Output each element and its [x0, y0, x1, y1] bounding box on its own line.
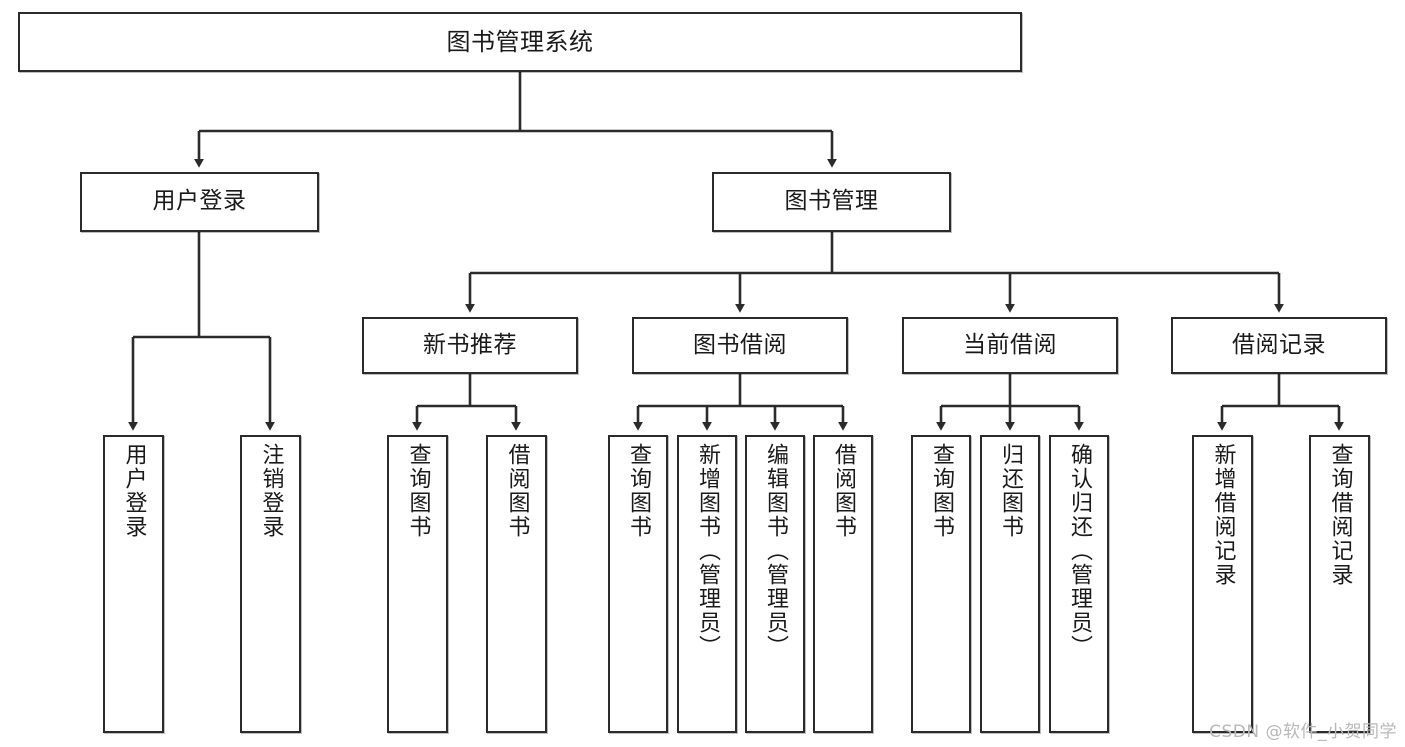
- node-label: 新增图书（管理员）: [695, 443, 720, 659]
- node-label: 借阅记录: [1232, 331, 1326, 358]
- node-label: 图书管理: [784, 188, 879, 215]
- node-label: 用户登录: [121, 443, 147, 539]
- node-label: 借阅图书: [831, 443, 856, 539]
- node-leaf-confirm-return-admin[interactable]: 确认归还（管理员）: [1049, 435, 1109, 733]
- node-label: 查询借阅记录: [1327, 443, 1353, 587]
- node-label: 查询图书: [405, 443, 431, 539]
- node-leaf-borrow-book-newbook[interactable]: 借阅图书: [486, 435, 547, 733]
- node-label: 图书管理系统: [446, 27, 594, 56]
- node-label: 图书借阅: [693, 331, 787, 358]
- node-leaf-query-book-current[interactable]: 查询图书: [911, 435, 971, 733]
- node-new-book-recommend[interactable]: 新书推荐: [362, 317, 578, 374]
- node-leaf-logout[interactable]: 注销登录: [240, 435, 301, 733]
- node-label: 确认归还（管理员）: [1067, 443, 1092, 659]
- node-label: 注销登录: [258, 443, 284, 539]
- node-label: 归还图书: [998, 443, 1023, 539]
- node-label: 用户登录: [152, 188, 247, 215]
- node-leaf-user-login[interactable]: 用户登录: [103, 435, 164, 733]
- node-leaf-add-borrow-record[interactable]: 新增借阅记录: [1192, 435, 1253, 733]
- node-root-book-management-system[interactable]: 图书管理系统: [18, 12, 1022, 72]
- node-leaf-edit-book-admin[interactable]: 编辑图书（管理员）: [745, 435, 805, 733]
- node-label: 新增借阅记录: [1210, 443, 1236, 587]
- node-leaf-borrow-book[interactable]: 借阅图书: [813, 435, 873, 733]
- node-label: 当前借阅: [963, 331, 1057, 358]
- node-leaf-return-book[interactable]: 归还图书: [980, 435, 1040, 733]
- node-current-borrow[interactable]: 当前借阅: [902, 317, 1118, 374]
- node-book-borrow[interactable]: 图书借阅: [632, 317, 848, 374]
- node-label: 编辑图书（管理员）: [763, 443, 788, 659]
- node-label: 借阅图书: [504, 443, 530, 539]
- node-user-login[interactable]: 用户登录: [80, 172, 319, 232]
- node-leaf-query-book-borrow[interactable]: 查询图书: [608, 435, 668, 733]
- csdn-watermark: CSDN @软件_小贺同学: [1209, 722, 1397, 742]
- node-leaf-query-borrow-record[interactable]: 查询借阅记录: [1309, 435, 1370, 733]
- node-label: 查询图书: [929, 443, 954, 539]
- node-label: 查询图书: [626, 443, 651, 539]
- node-book-management[interactable]: 图书管理: [712, 172, 951, 232]
- node-leaf-query-book-newbook[interactable]: 查询图书: [387, 435, 448, 733]
- node-borrow-record[interactable]: 借阅记录: [1171, 317, 1387, 374]
- node-leaf-add-book-admin[interactable]: 新增图书（管理员）: [677, 435, 737, 733]
- node-label: 新书推荐: [423, 331, 517, 358]
